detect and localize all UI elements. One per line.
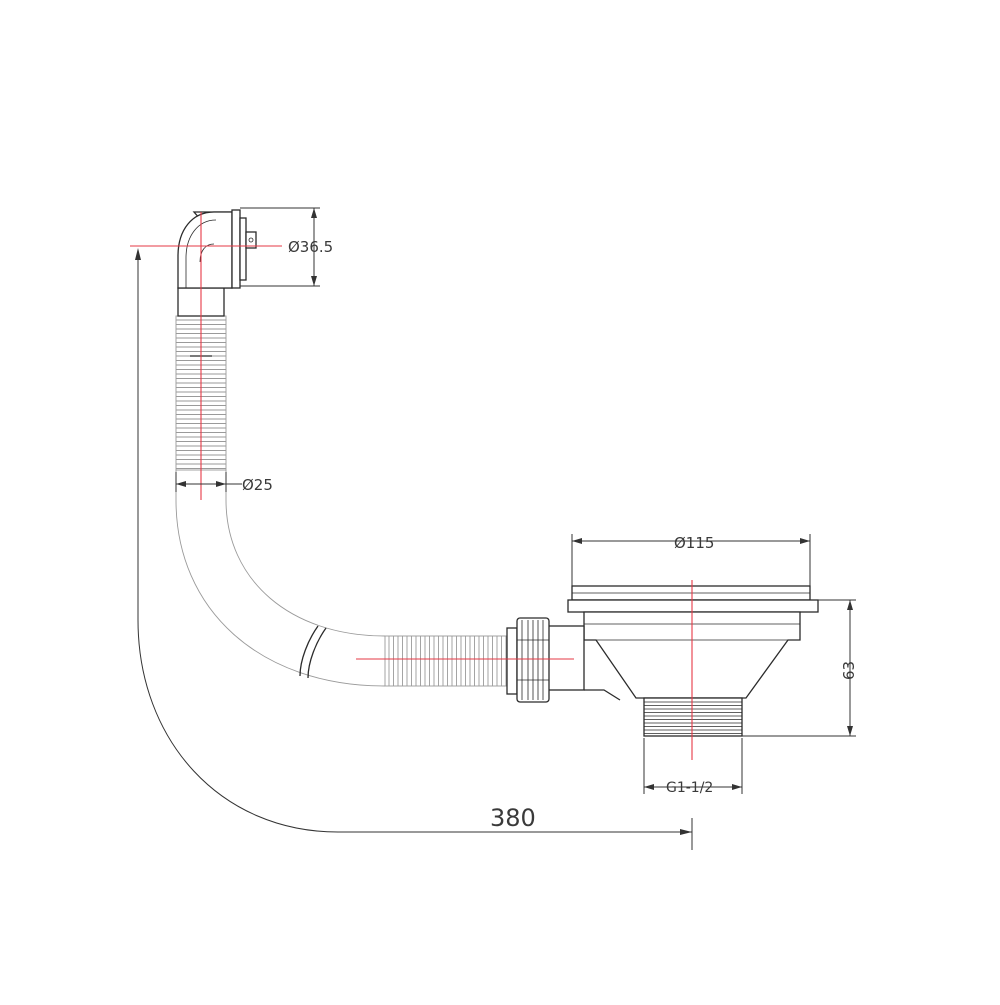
centerlines <box>130 212 693 760</box>
dimension-hose-diameter: Ø25 <box>175 472 273 494</box>
dimension-overflow-diameter: Ø36.5 <box>240 207 333 287</box>
dimension-strainer-height: 63 <box>742 599 858 737</box>
overall-length-label: 380 <box>490 804 536 832</box>
dimension-strainer-diameter: Ø115 <box>571 534 811 586</box>
thread-label: G1-1/2 <box>666 780 713 796</box>
union-nut <box>506 617 550 703</box>
strainer-height-label: 63 <box>840 661 858 680</box>
overflow-elbow <box>177 209 257 317</box>
strainer-body <box>547 585 819 737</box>
hose-bend <box>175 470 386 687</box>
dimension-thread: G1-1/2 <box>643 738 743 796</box>
strainer-diameter-label: Ø115 <box>674 534 714 552</box>
overflow-diameter-label: Ø36.5 <box>288 238 333 256</box>
corrugated-hose-horizontal <box>384 635 508 687</box>
dimension-overall-length: 380 <box>135 248 693 850</box>
hose-diameter-label: Ø25 <box>242 476 273 494</box>
